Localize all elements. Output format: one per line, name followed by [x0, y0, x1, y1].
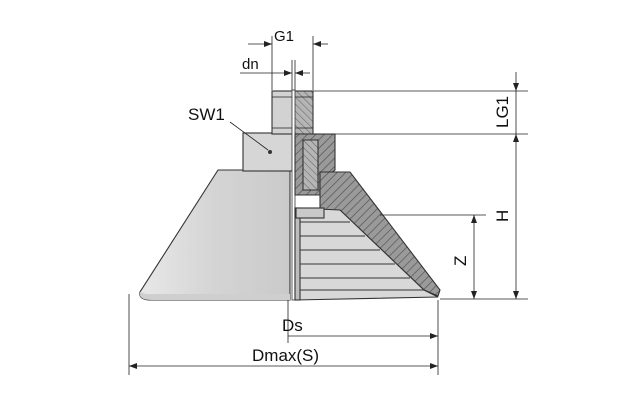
thread-fitting-exterior: [271, 90, 294, 135]
insert-section: [302, 139, 319, 191]
label-g1: G1: [274, 28, 294, 45]
sw1-marker: [268, 150, 272, 154]
label-h: H: [493, 210, 512, 222]
label-z: Z: [451, 256, 470, 266]
cup-lip-left: [139, 292, 290, 300]
label-lg1: LG1: [493, 96, 512, 128]
label-ds: Ds: [282, 316, 303, 335]
cup-exterior-cone: [139, 169, 291, 301]
label-dn: dn: [242, 56, 259, 73]
label-sw1: SW1: [188, 105, 225, 124]
thread-fitting-section: [292, 90, 314, 135]
label-dmax: Dmax(S): [252, 346, 319, 365]
